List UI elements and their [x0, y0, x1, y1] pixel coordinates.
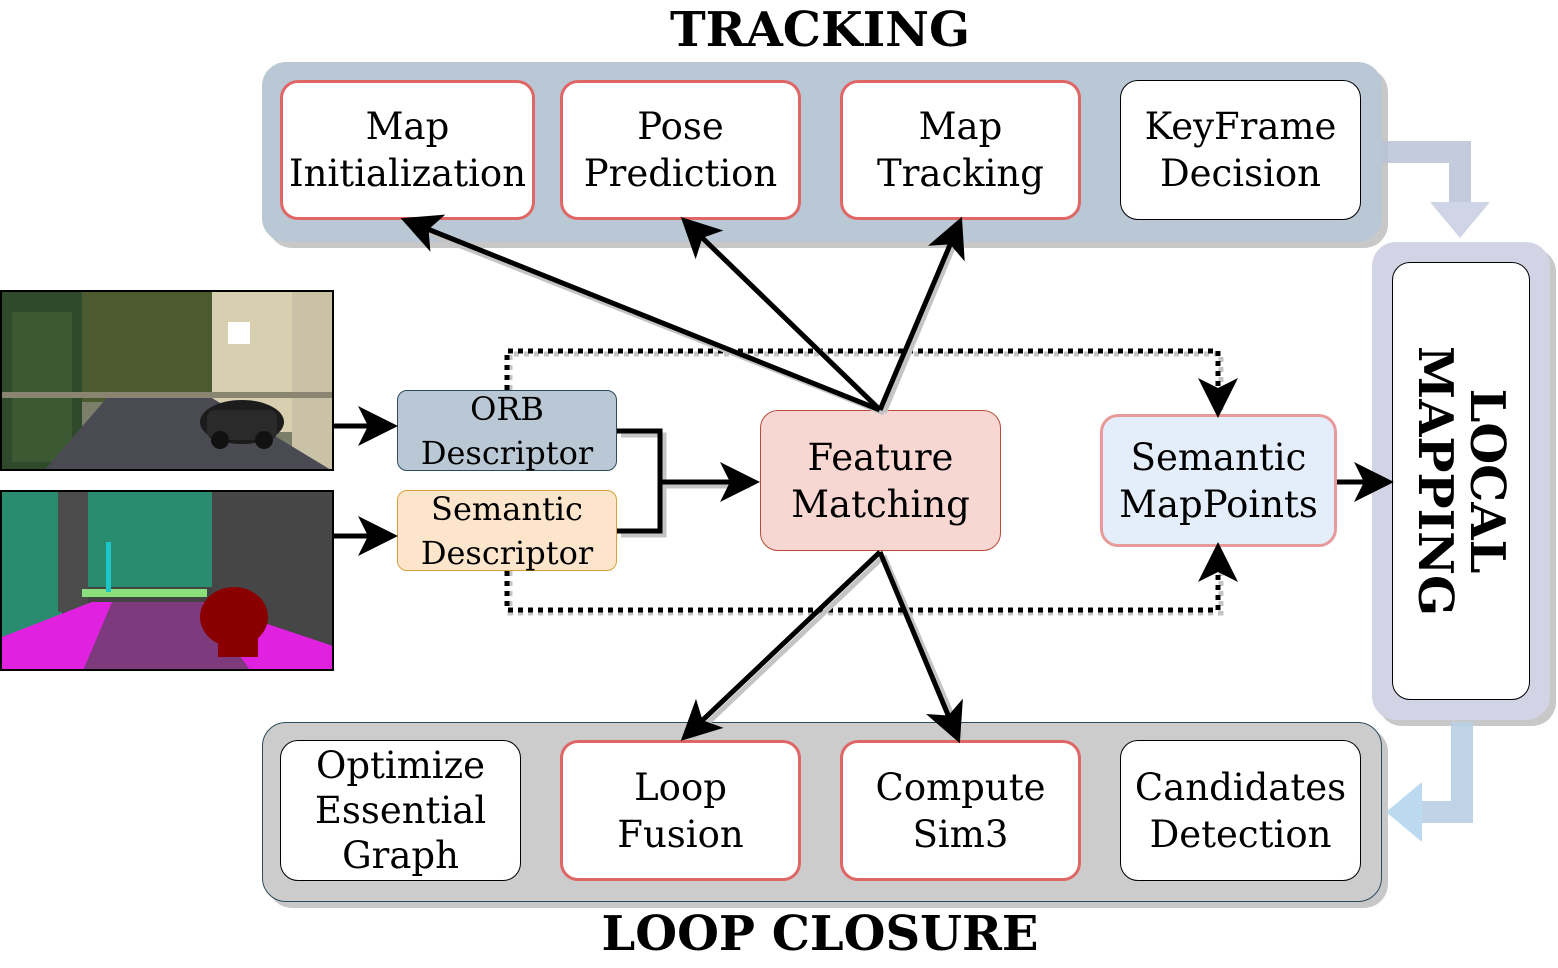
feature-to-tracking-arrows: [400, 214, 965, 416]
loop-closure-title: LOOP CLOSURE: [601, 906, 1039, 962]
dotted-connection: [504, 348, 1238, 616]
rgb-input-image: [0, 290, 334, 471]
descriptor-merge-connector: [617, 428, 760, 538]
semantic-input-image: [0, 490, 334, 671]
local-to-loop-flow-arrow: [1386, 722, 1473, 842]
tracking-to-local-flow-arrow: [1382, 141, 1490, 238]
feature-to-loop-arrows: [680, 550, 965, 744]
tracking-title: TRACKING: [669, 2, 971, 58]
local-mapping-box: LOCAL MAPPING: [1392, 262, 1530, 700]
